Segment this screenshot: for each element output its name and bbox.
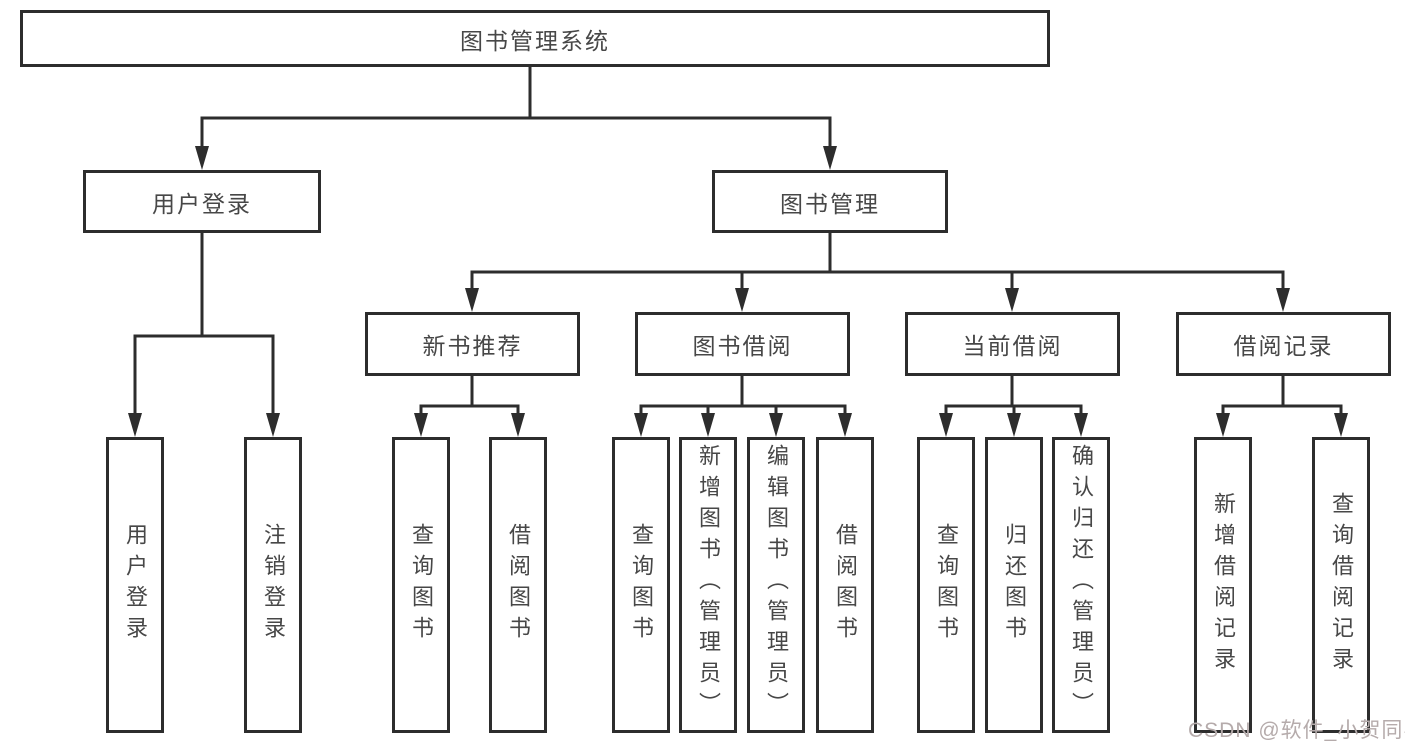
connector-level2-bus: [200, 116, 832, 146]
leaf-logout: 注销登录: [244, 437, 302, 733]
leaf-borrowing-borrow-books: 借阅图书: [816, 437, 874, 733]
leaf-newbook-query-books: 查询图书: [392, 437, 450, 733]
node-library-system: 图书管理系统: [20, 10, 1050, 67]
leaf-current-return-books: 归还图书: [985, 437, 1043, 733]
watermark: CSDN @软件_小贺同学: [1188, 719, 1405, 742]
connector-book-borrowing-bus: [639, 376, 847, 413]
leaf-current-confirm-return-admin: 确认归还（管理员）: [1052, 437, 1110, 733]
connector-borrow-records-bus: [1221, 376, 1343, 413]
connector-new-book-bus: [419, 376, 520, 413]
connector-user-login-bus: [133, 233, 275, 413]
node-new-book-recommend: 新书推荐: [365, 312, 580, 376]
leaf-borrowing-query-books: 查询图书: [612, 437, 670, 733]
connector-current-borrowing-bus: [944, 376, 1083, 413]
node-borrow-records: 借阅记录: [1176, 312, 1391, 376]
leaf-user-login: 用户登录: [106, 437, 164, 733]
node-user-login: 用户登录: [83, 170, 321, 233]
leaf-current-query-books: 查询图书: [917, 437, 975, 733]
node-current-borrowing: 当前借阅: [905, 312, 1120, 376]
leaf-records-add-record: 新增借阅记录: [1194, 437, 1252, 733]
node-book-borrowing: 图书借阅: [635, 312, 850, 376]
connector-level3-bus: [470, 233, 1285, 288]
node-book-management: 图书管理: [712, 170, 948, 233]
leaf-borrowing-edit-books-admin: 编辑图书（管理员）: [747, 437, 805, 733]
leaf-borrowing-add-books-admin: 新增图书（管理员）: [679, 437, 737, 733]
leaf-newbook-borrow-books: 借阅图书: [489, 437, 547, 733]
leaf-records-query-record: 查询借阅记录: [1312, 437, 1370, 733]
